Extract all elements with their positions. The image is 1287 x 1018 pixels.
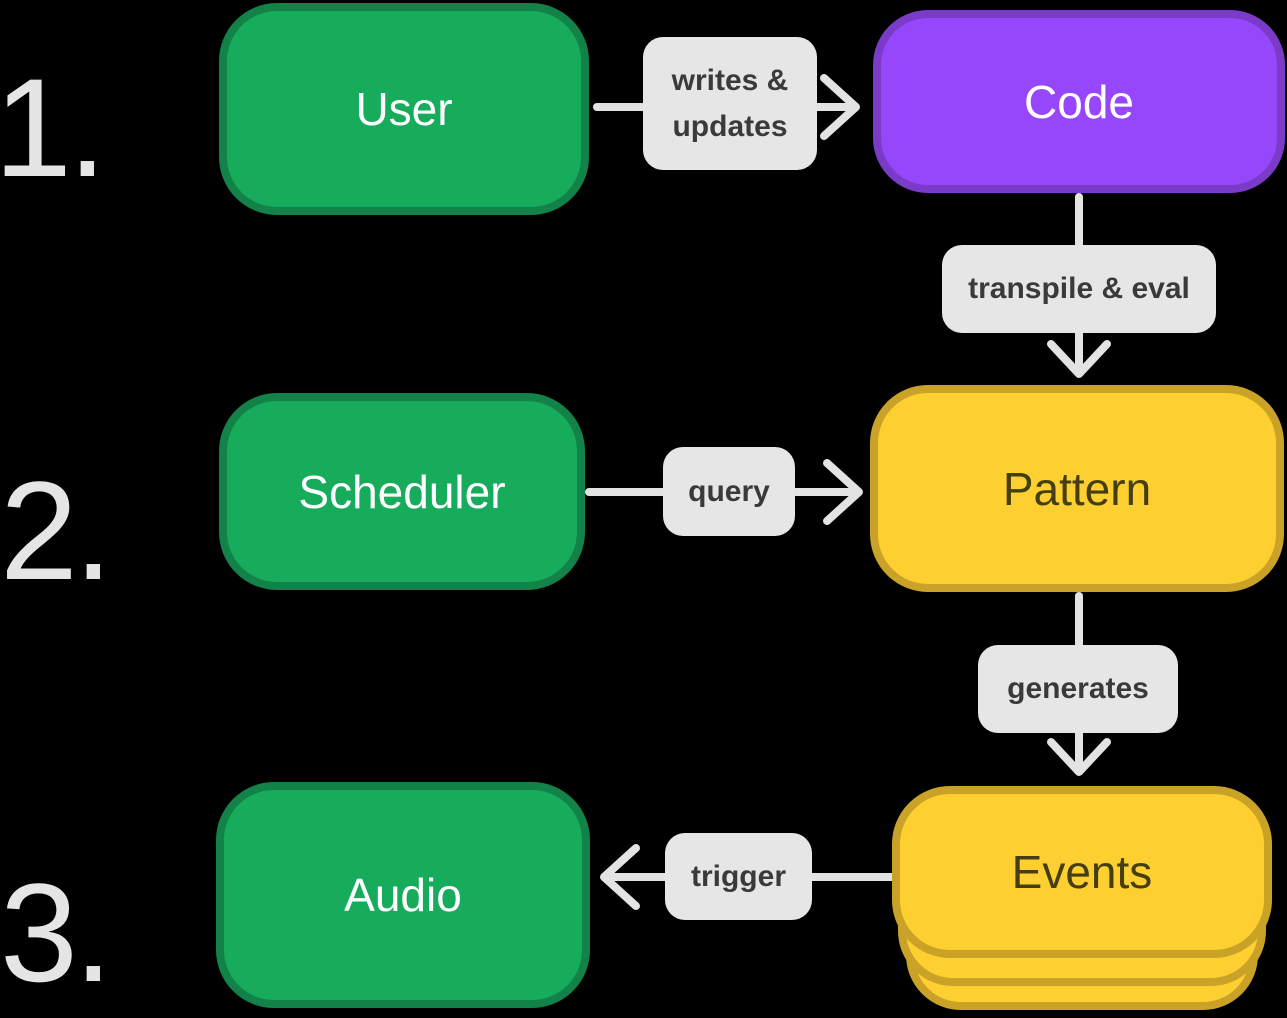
- node-audio: Audio: [216, 782, 590, 1008]
- node-scheduler: Scheduler: [219, 393, 585, 590]
- node-code-label: Code: [1024, 75, 1134, 128]
- node-user-label: User: [355, 83, 453, 135]
- step-number-2: 2.: [0, 452, 113, 609]
- node-pattern: Pattern: [870, 385, 1284, 592]
- edge-label-trigger: trigger: [665, 833, 812, 920]
- node-code: Code: [873, 10, 1285, 193]
- edge-label-query: query: [663, 447, 795, 536]
- node-pattern-label: Pattern: [1002, 462, 1152, 515]
- step-number-1: 1.: [0, 49, 107, 206]
- step-number-3: 3.: [0, 854, 113, 1011]
- edge-label-generates: generates: [978, 645, 1178, 733]
- edge-label-writes-updates: writes & updates: [643, 37, 817, 170]
- node-events-label: Events: [1011, 846, 1153, 898]
- node-events: Events: [892, 786, 1272, 958]
- node-user: User: [219, 3, 589, 215]
- node-scheduler-label: Scheduler: [298, 465, 506, 518]
- edge-label-transpile-eval: transpile & eval: [942, 245, 1216, 333]
- node-audio-label: Audio: [344, 869, 462, 921]
